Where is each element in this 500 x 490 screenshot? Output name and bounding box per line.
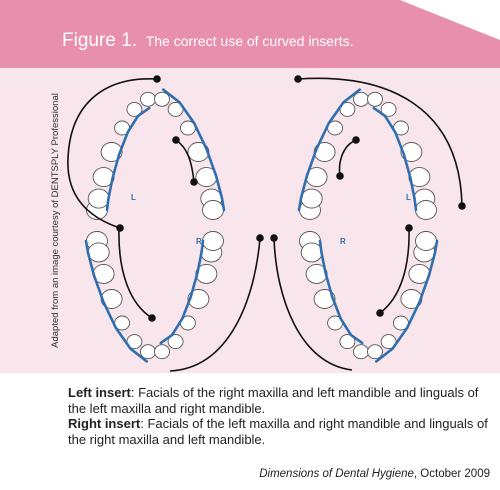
right-lower-arch: [299, 231, 439, 363]
legend-right-text: : Facials of the left maxilla and right …: [68, 416, 488, 447]
tooth: [367, 91, 383, 107]
tooth: [100, 142, 123, 162]
leader-dot: [405, 224, 413, 232]
source-journal: Dimensions of Dental Hygiene: [259, 468, 414, 480]
tooth: [126, 101, 143, 117]
leader-dot: [294, 75, 302, 83]
tooth: [400, 142, 423, 162]
legend-right-insert: Right insert: Facials of the left maxill…: [68, 416, 488, 447]
leader-dot: [190, 178, 198, 186]
arch-label-right-upper: L: [406, 193, 411, 202]
dental-arch-diagram: L R L R: [67, 75, 466, 372]
leader-dot: [352, 136, 360, 144]
highlight-right: [159, 239, 205, 345]
leader-dot: [270, 234, 278, 242]
highlight-left: [84, 239, 148, 363]
highlight-left: [297, 88, 361, 212]
tooth: [415, 200, 437, 220]
leader-right-upper-lingual: [338, 139, 357, 177]
leader-right-upper-facial: [297, 77, 463, 207]
tooth: [140, 91, 156, 107]
highlight-right: [372, 106, 418, 212]
leader-right-lower-facial: [273, 237, 353, 371]
tooth: [313, 289, 336, 309]
legend-left-title: Left insert: [68, 385, 131, 400]
highlight-right: [375, 239, 439, 363]
figure-header: Figure 1. The correct use of curved inse…: [0, 0, 500, 68]
highlight-right: [162, 88, 226, 212]
tooth: [140, 344, 156, 360]
tooth: [202, 231, 224, 251]
figure-title: Figure 1. The correct use of curved inse…: [62, 30, 353, 52]
source-citation: Dimensions of Dental Hygiene, October 20…: [259, 468, 490, 480]
arch-label-right-lower: R: [340, 237, 346, 246]
tooth: [367, 344, 383, 360]
leader-dot: [172, 136, 180, 144]
arch-label-left-lower: R: [196, 237, 202, 246]
tooth: [353, 91, 369, 107]
legend: Left insert: Facials of the right maxill…: [68, 385, 488, 447]
tooth: [202, 200, 224, 220]
tooth: [380, 101, 397, 117]
leader-dot: [458, 202, 466, 210]
tooth: [415, 231, 437, 251]
legend-left-text: : Facials of the right maxilla and left …: [68, 385, 479, 416]
right-upper-arch: [297, 88, 437, 220]
tooth: [339, 334, 356, 350]
source-date: , October 2009: [413, 468, 490, 480]
diagram-panel: [0, 68, 500, 373]
leader-dot: [153, 75, 161, 83]
tooth: [187, 289, 210, 309]
tooth: [167, 334, 184, 350]
arch-label-left-upper: L: [131, 193, 136, 202]
tooth: [300, 188, 323, 209]
leader-right-lower-lingual: [379, 227, 410, 314]
legend-left-insert: Left insert: Facials of the right maxill…: [68, 385, 488, 416]
figure-label: Figure 1.: [62, 30, 137, 51]
leader-dot: [148, 314, 156, 322]
highlight-left: [105, 106, 151, 212]
tooth: [154, 344, 170, 360]
leader-left-upper-facial: [67, 78, 158, 229]
tooth: [87, 242, 110, 263]
left-lower-arch: [84, 231, 224, 363]
leader-dot: [116, 224, 124, 232]
leader-left-lower-facial: [169, 237, 261, 372]
figure-caption: The correct use of curved inserts.: [145, 33, 354, 49]
tooth: [87, 188, 110, 209]
leader-dot: [256, 234, 264, 242]
tooth: [154, 91, 170, 107]
leader-dot: [376, 309, 384, 317]
leader-dot: [336, 172, 344, 180]
tooth: [353, 344, 369, 360]
header-corner-fold: [400, 0, 500, 40]
tooth: [300, 242, 323, 263]
legend-right-title: Right insert: [68, 416, 141, 431]
leader-left-lower-lingual: [118, 228, 153, 319]
highlight-left: [318, 239, 364, 345]
left-upper-arch: [86, 88, 226, 220]
